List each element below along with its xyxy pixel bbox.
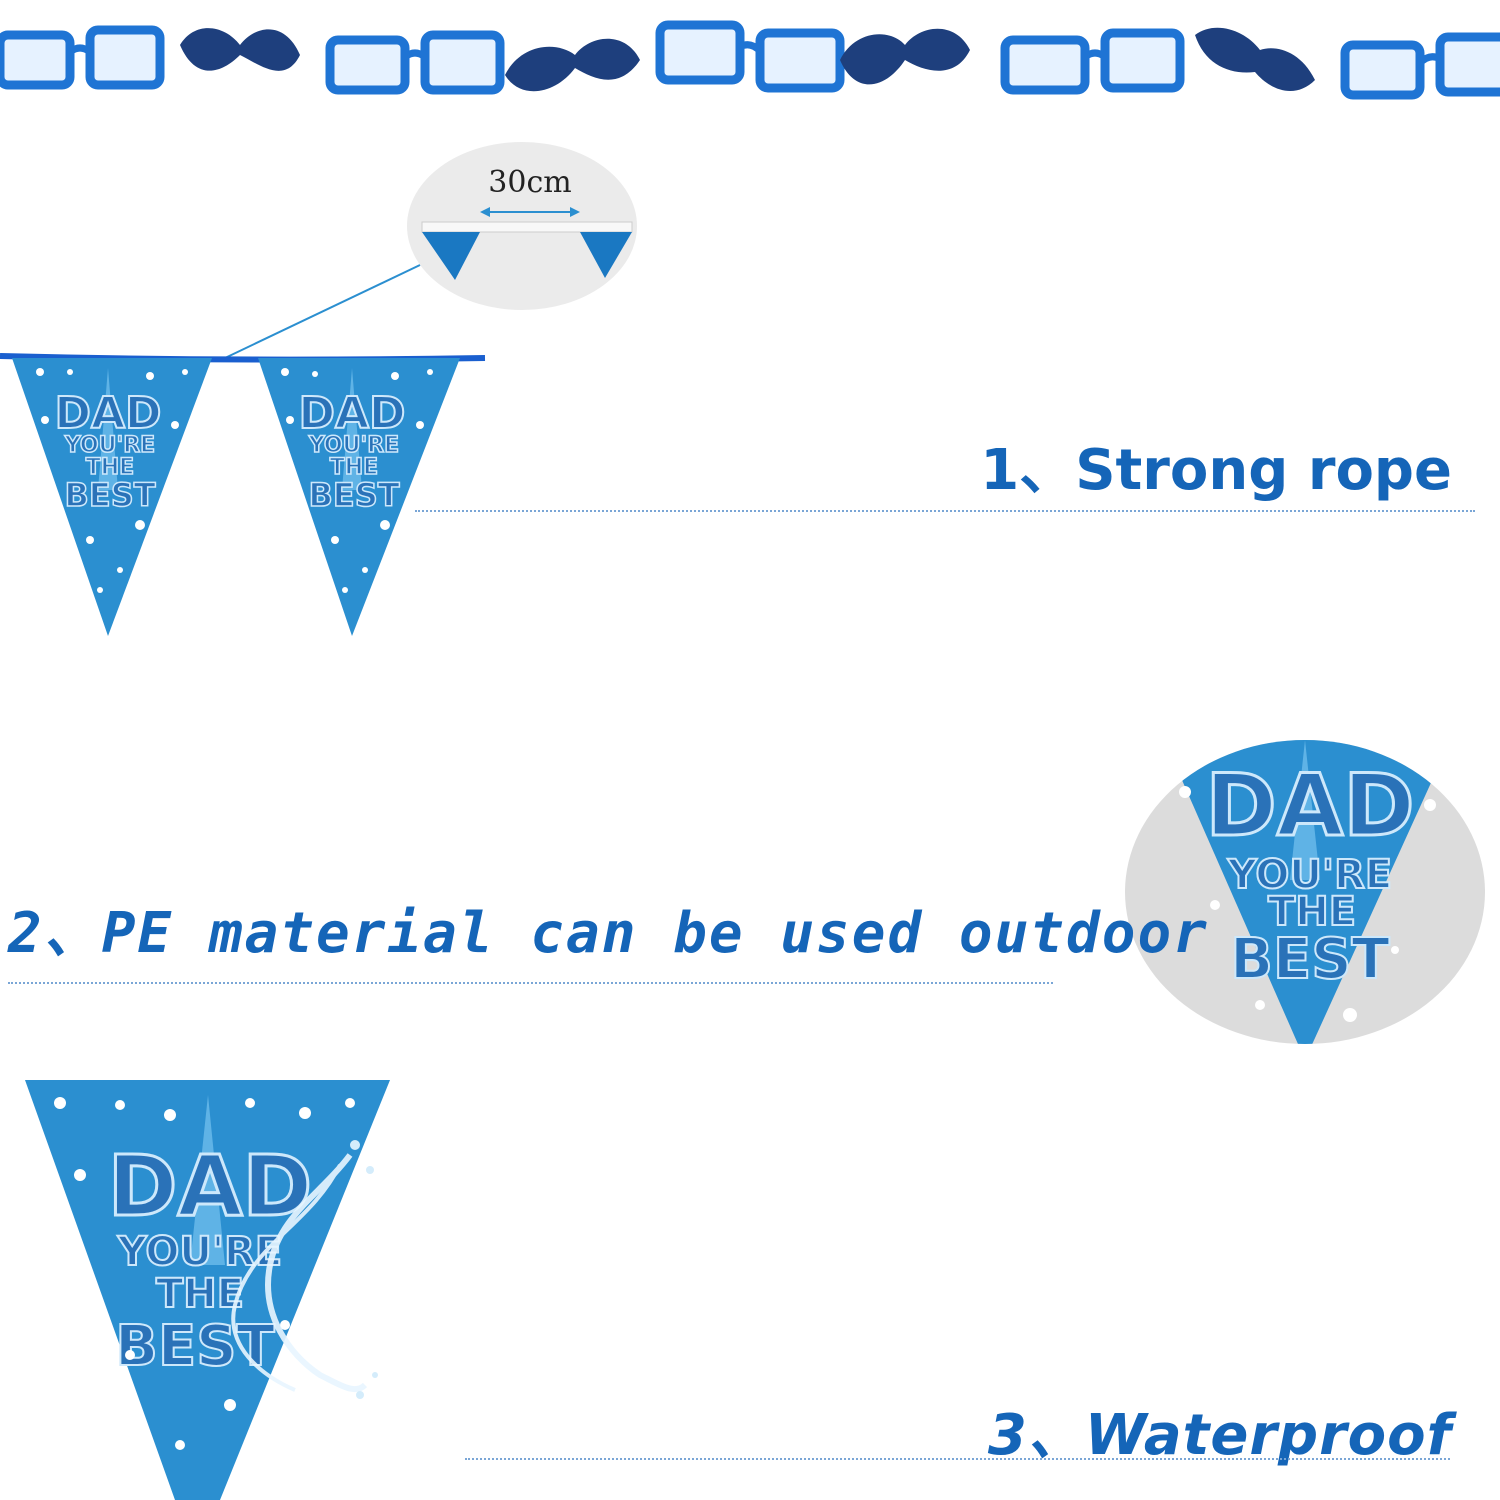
spacing-zoom-bubble: 30cm	[407, 142, 637, 310]
dotted-divider	[415, 510, 1475, 512]
glasses-mustache-garland	[0, 20, 1500, 100]
pennant-youre-text: YOU'RE	[64, 433, 155, 458]
feature-waterproof: 3、Waterproof	[987, 1403, 1452, 1468]
zoom-youre-text: YOU'RE	[1227, 852, 1392, 898]
stars-icon	[36, 368, 188, 593]
pennant-the-text: THE	[330, 455, 378, 480]
material-zoom-circle: DAD YOU'RE THE BEST	[1125, 740, 1485, 1044]
pennant-the-text: THE	[86, 455, 134, 480]
zoom-connector-line	[224, 264, 421, 359]
water-splash-icon	[231, 1153, 368, 1393]
mustache-icon	[840, 28, 970, 85]
pennant-flag: DAD YOU'RE THE BEST	[258, 358, 460, 636]
pennant-best-text: BEST	[308, 476, 399, 514]
large-best-text: BEST	[115, 1314, 274, 1379]
dotted-divider	[8, 982, 1053, 984]
zoom-dad-text: DAD	[1205, 756, 1414, 856]
mustache-icon	[505, 38, 640, 92]
feature-strong-rope: 1、Strong rope	[980, 438, 1452, 503]
glasses-icon	[0, 25, 165, 90]
water-drops-icon	[350, 1140, 378, 1399]
glasses-icon	[655, 20, 845, 93]
glasses-icon	[1340, 32, 1500, 100]
stars-icon	[281, 368, 433, 593]
mustache-icon	[180, 28, 300, 71]
pennant-best-text: BEST	[64, 476, 155, 514]
stars-icon	[54, 1097, 355, 1450]
large-dad-text: DAD	[108, 1137, 312, 1235]
glasses-icon	[1000, 28, 1185, 95]
pennant-dad-text: DAD	[298, 388, 405, 439]
feature-pe-material: 2、PE material can be used outdoor	[8, 901, 1209, 966]
pennant-dad-text: DAD	[54, 388, 161, 439]
zoom-the-text: THE	[1268, 889, 1356, 935]
glasses-icon	[325, 30, 505, 95]
large-the-text: THE	[156, 1271, 244, 1317]
zoom-best-text: BEST	[1230, 927, 1389, 992]
pennant-youre-text: YOU'RE	[308, 433, 399, 458]
waterproof-pennant: DAD YOU'RE THE BEST	[25, 1080, 390, 1500]
stars-icon	[1179, 786, 1436, 1022]
dotted-divider	[465, 1458, 1450, 1460]
mustache-icon	[1195, 27, 1315, 92]
spacing-measure-label: 30cm	[488, 165, 571, 200]
pennant-string: DAD YOU'RE THE BEST DAD YOU'RE THE BEST	[0, 353, 486, 636]
pennant-flag: DAD YOU'RE THE BEST	[12, 358, 212, 636]
large-youre-text: YOU'RE	[117, 1229, 282, 1275]
